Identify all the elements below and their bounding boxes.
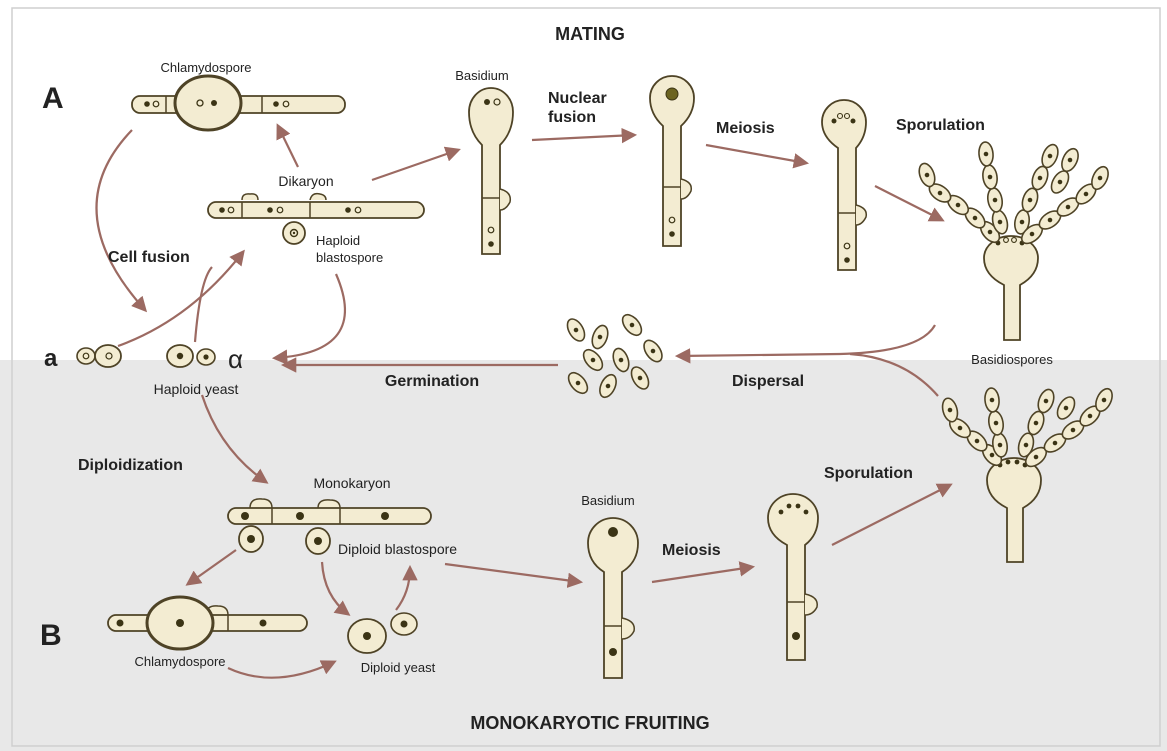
- label-basidiospores: Basidiospores: [971, 352, 1053, 367]
- arrow-blastospore-to-yeast: [271, 273, 346, 365]
- label-mating-type-a: a: [44, 345, 58, 372]
- arrow-meiosis-top: [705, 143, 810, 169]
- sporulating-basidium-bottom: [939, 385, 1117, 563]
- bottom-region: [0, 360, 1167, 751]
- label-basidium-bottom: Basidium: [581, 493, 634, 508]
- arrow-dispersal-bottom: [849, 352, 939, 397]
- label-diploidization: Diploidization: [78, 457, 183, 474]
- label-meiosis-bottom: Meiosis: [662, 542, 721, 559]
- label-sporulation-bottom: Sporulation: [824, 465, 913, 482]
- label-haploid: Haploid: [316, 233, 360, 248]
- label-fusion: fusion: [548, 109, 596, 126]
- label-chlamydospore-bottom: Chlamydospore: [134, 654, 225, 669]
- label-mating-type-alpha: α: [228, 344, 243, 374]
- arrow-to-diploid-yeast: [320, 561, 351, 616]
- label-cell-fusion: Cell fusion: [108, 249, 190, 266]
- diploid-yeast: [347, 612, 418, 654]
- chlamydospore-top: [131, 74, 346, 132]
- label-diploid-yeast: Diploid yeast: [361, 660, 436, 675]
- arrow-diploidization: [200, 394, 269, 484]
- panel-label-a: A: [42, 82, 64, 115]
- arrow-alpha-up: [193, 266, 213, 343]
- label-chlamydospore-top: Chlamydospore: [160, 60, 251, 75]
- label-dikaryon: Dikaryon: [278, 173, 333, 189]
- arrow-dispersal-top: [674, 324, 936, 364]
- label-monokaryon: Monokaryon: [313, 475, 390, 491]
- arrows: [95, 123, 953, 679]
- label-sporulation-top: Sporulation: [896, 117, 985, 134]
- basidium-top-1: [468, 87, 514, 255]
- basidium-bottom-1: [587, 517, 639, 679]
- arrow-sporulation-bottom: [831, 483, 953, 546]
- title-mating: MATING: [555, 24, 625, 44]
- haploid-yeast-a: [76, 344, 122, 368]
- arrow-yeast-to-blastospore: [395, 564, 418, 611]
- arrow-to-basidium-bottom: [444, 562, 584, 589]
- label-germination: Germination: [385, 373, 479, 390]
- arrow-to-dikaryon: [117, 249, 245, 348]
- label-meiosis-top: Meiosis: [716, 120, 775, 137]
- arrow-nuclear-fusion: [531, 127, 638, 144]
- chlamydospore-bottom: [107, 595, 308, 651]
- sporulating-basidium-top: [915, 140, 1113, 341]
- haploid-yeast-alpha: [166, 344, 216, 368]
- label-nuclear: Nuclear: [548, 90, 607, 107]
- label-basidium-top: Basidium: [455, 68, 508, 83]
- frame: [11, 7, 1161, 747]
- label-dispersal: Dispersal: [732, 373, 804, 390]
- arrow-chlamydospore-to-yeast: [227, 660, 337, 679]
- panel-label-b: B: [40, 619, 62, 652]
- arrow-cell-fusion: [95, 129, 148, 313]
- basidium-bottom-2: [767, 493, 819, 661]
- title-monokaryotic-fruiting: MONOKARYOTIC FRUITING: [470, 713, 709, 733]
- arrow-meiosis-bottom: [651, 561, 756, 584]
- arrow-sporulation-top: [874, 185, 945, 222]
- arrow-to-basidium: [371, 146, 461, 182]
- basidium-top-2: [649, 75, 695, 247]
- arrow-to-chlamydospore: [276, 123, 299, 168]
- label-diploid-blastospore: Diploid blastospore: [338, 541, 457, 557]
- monokaryon-hypha: [227, 498, 432, 555]
- arrow-to-chlamydospore-bottom: [185, 549, 237, 586]
- label-haploid-yeast: Haploid yeast: [154, 381, 239, 397]
- dikaryon-hypha: [207, 192, 425, 245]
- basidium-top-3: [821, 99, 868, 271]
- label-blastospore: blastospore: [316, 250, 383, 265]
